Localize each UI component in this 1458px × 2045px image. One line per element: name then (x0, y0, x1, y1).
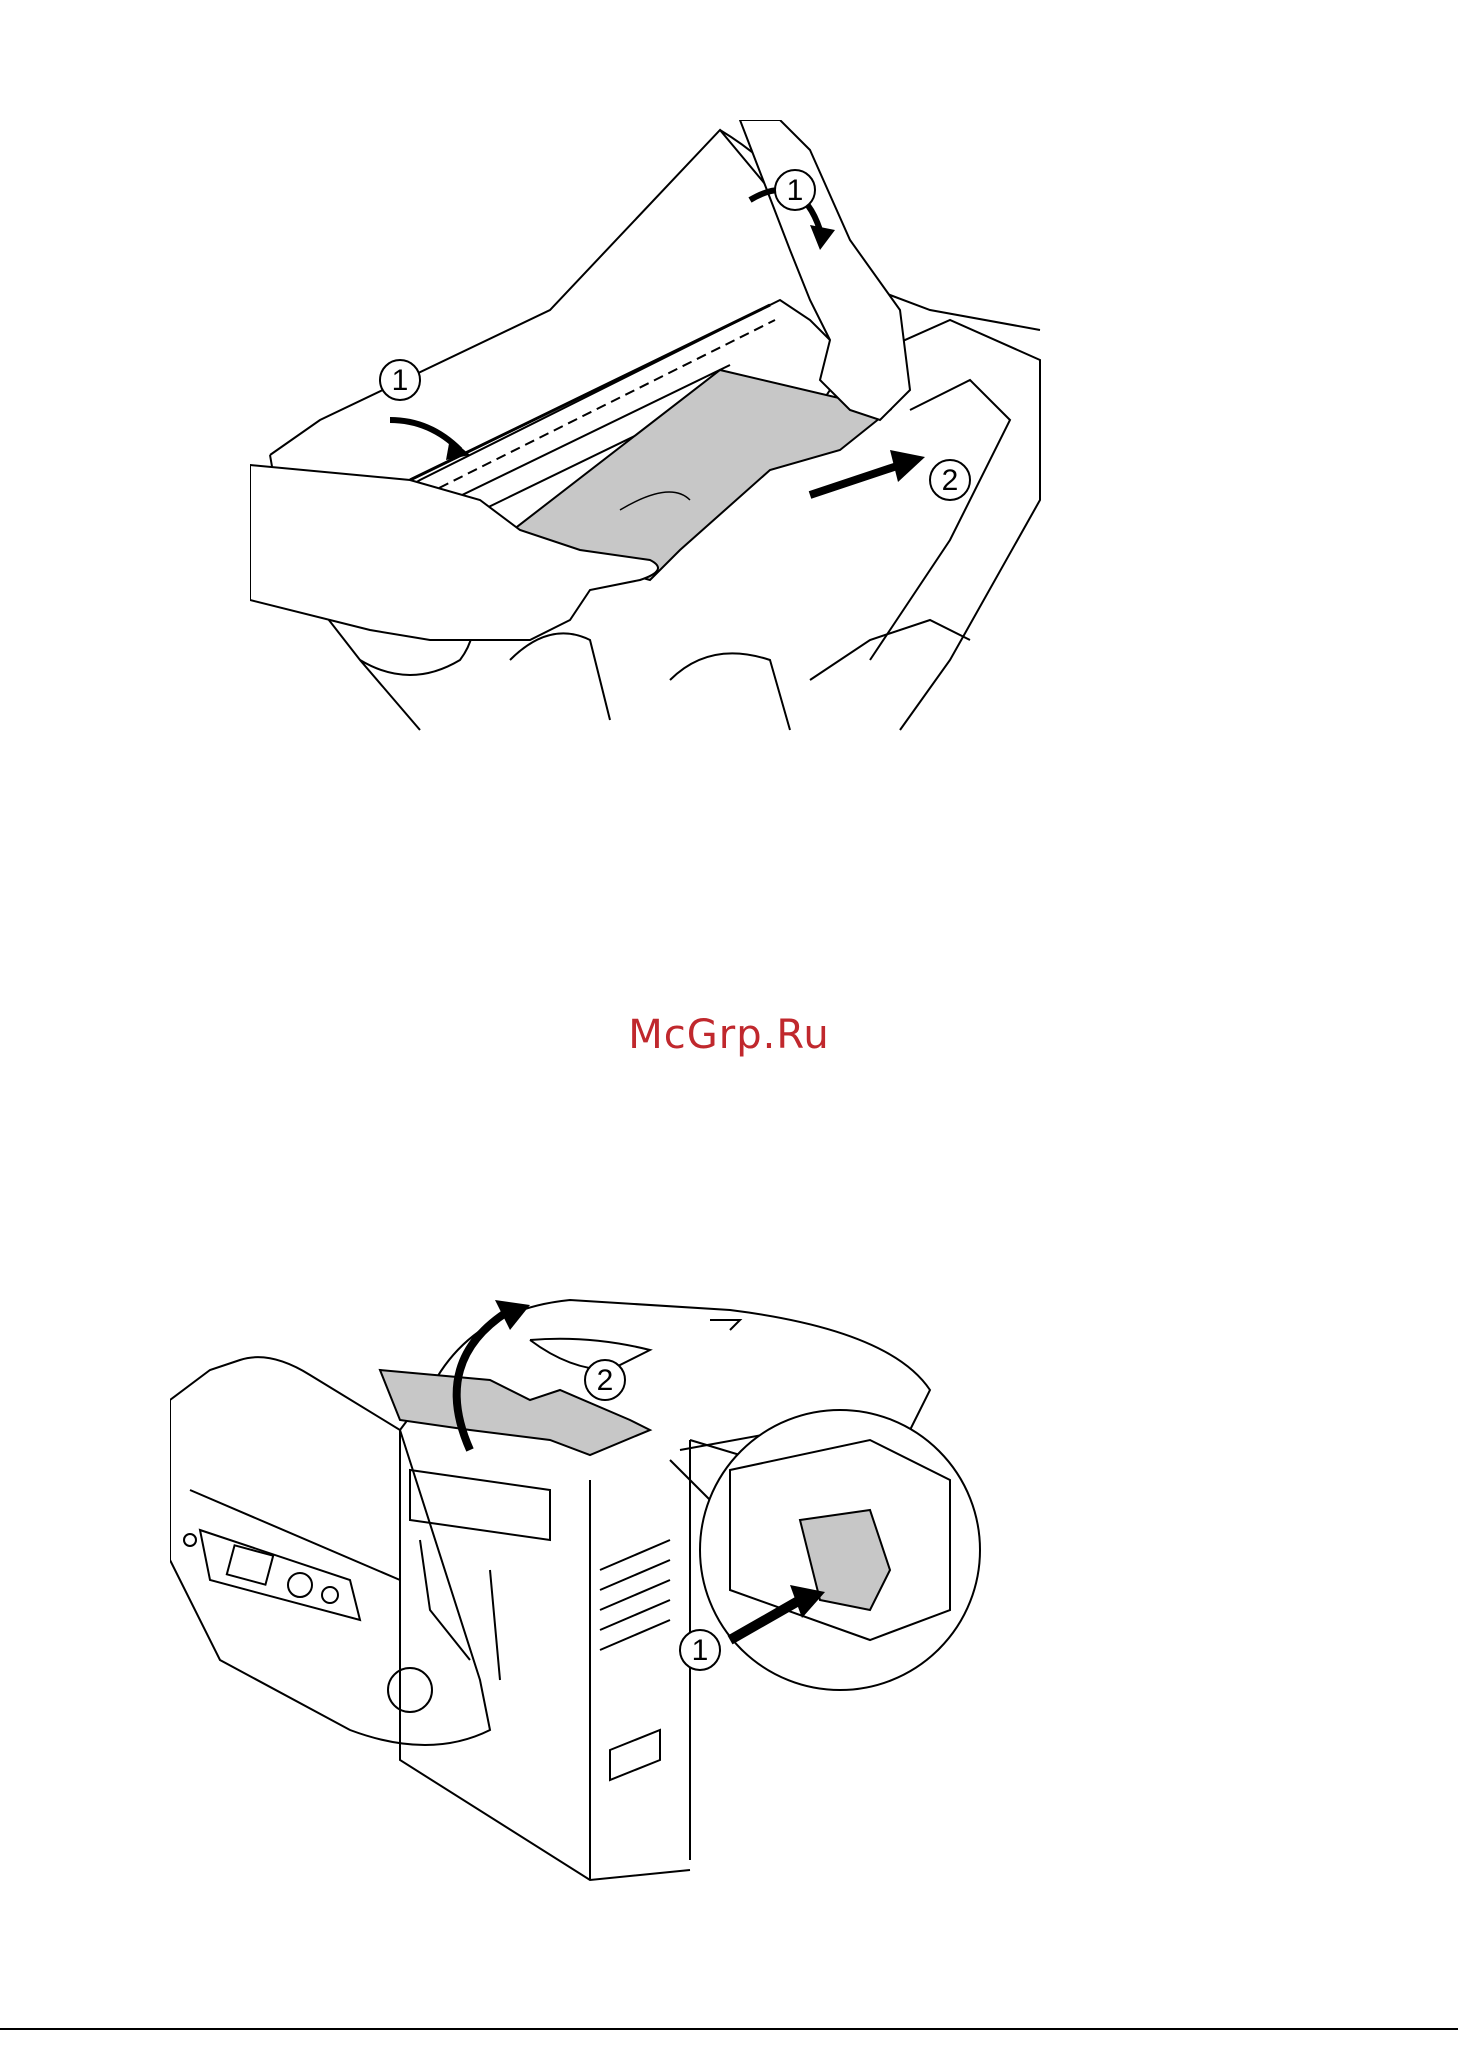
right-hand (740, 120, 910, 420)
callout-2: 2 (585, 1360, 625, 1400)
watermark: McGrp.Ru (0, 1012, 1458, 1058)
svg-text:2: 2 (942, 464, 959, 497)
svg-text:1: 1 (787, 174, 804, 207)
callout-1-right: 1 (775, 170, 815, 210)
footer-rule (0, 2028, 1458, 2030)
arrow-pull-paper (810, 465, 900, 495)
callout-1-left: 1 (380, 360, 420, 400)
callout-1: 1 (680, 1630, 720, 1670)
fuser-release-illustration: 2 1 (170, 1280, 1150, 1900)
callout-2: 2 (930, 460, 970, 500)
control-panel (184, 1530, 432, 1712)
svg-text:2: 2 (597, 1364, 614, 1397)
paper-jam-removal-illustration: 1 1 2 (250, 120, 1070, 740)
svg-text:1: 1 (692, 1634, 709, 1667)
svg-text:1: 1 (392, 364, 409, 397)
